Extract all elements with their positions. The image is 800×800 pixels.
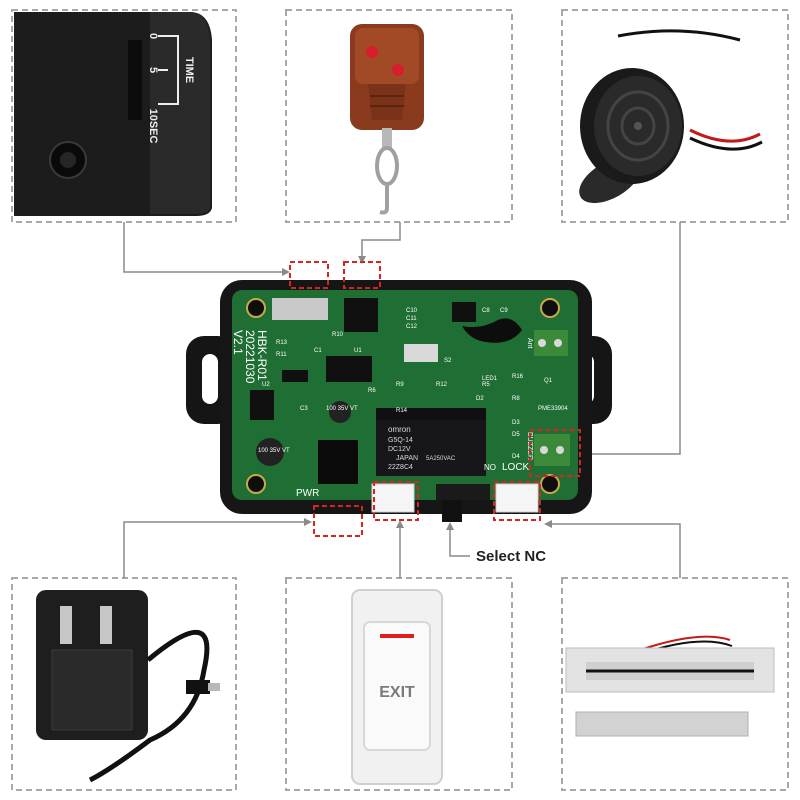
timer-closeup: TIME 0 5 10SEC — [14, 12, 234, 220]
relay-brand: omron — [388, 425, 411, 434]
timer-mark-5: 5 — [147, 67, 159, 73]
pcb — [232, 290, 578, 522]
comp-d3: D3 — [512, 420, 520, 426]
comp-d4: D4 — [512, 454, 520, 460]
relay-country: JAPAN — [396, 455, 418, 462]
comp-r11: R11 — [276, 352, 287, 358]
highlight-buzzer-terminal — [529, 429, 581, 477]
label-no: NO — [484, 463, 496, 472]
comp-r13: R13 — [276, 340, 288, 346]
comp-r6: R6 — [368, 388, 376, 394]
connector-lock — [548, 523, 681, 578]
comp-c11: C11 — [406, 316, 417, 322]
comp-d2: D2 — [476, 396, 484, 402]
comp-c1: C1 — [314, 348, 322, 354]
timer-mark-10sec: 10SEC — [147, 109, 159, 144]
comp-r10: R10 — [332, 332, 344, 338]
buzzer-icon — [579, 29, 763, 204]
arrow-exit — [396, 520, 404, 528]
comp-c9: C9 — [500, 308, 508, 314]
relay-model: G5Q-14 — [388, 437, 413, 444]
highlight-exit-connector — [373, 481, 419, 521]
arrow-remote — [358, 256, 366, 264]
relay-coil: DC12V — [388, 446, 411, 453]
highlight-timer-switch — [289, 261, 329, 289]
label-pwr: PWR — [296, 488, 319, 499]
board-model: HBK-R01 — [255, 330, 269, 381]
connector-select-nc — [449, 530, 470, 557]
comp-r9: R9 — [396, 382, 404, 388]
comp-led1: LED1 — [482, 376, 498, 382]
arrow-lock — [544, 520, 552, 528]
relay-code: 22Z8C4 — [388, 464, 413, 471]
comp-r14: R14 — [396, 408, 408, 414]
panel-remote — [285, 9, 513, 223]
relay-rating: 5A250VAC — [426, 456, 456, 462]
label-lock: LOCK — [502, 462, 530, 473]
comp-u1: U1 — [354, 348, 362, 354]
label-ant: Ant — [526, 338, 533, 349]
highlight-lock-connector — [493, 481, 541, 521]
panel-magnetic-lock — [561, 577, 789, 791]
comp-c3: C3 — [300, 406, 308, 412]
comp-r8: R8 — [512, 396, 520, 402]
comp-r5: R5 — [482, 382, 490, 388]
chip-code: PME33904 — [538, 406, 568, 412]
exit-button-icon: EXIT — [351, 589, 443, 785]
connector-timer — [123, 222, 282, 273]
comp-c12: C12 — [406, 324, 418, 330]
comp-c8: C8 — [482, 308, 490, 314]
comp-u2: U2 — [262, 382, 270, 388]
board-version: V2.1 — [231, 330, 245, 355]
select-nc-label: Select NC — [476, 548, 547, 565]
highlight-boxes — [289, 261, 581, 537]
comp-c10: C10 — [406, 308, 418, 314]
timer-label: TIME — [183, 57, 195, 83]
relay: omron G5Q-14 DC12V JAPAN 22Z8C4 5A250VAC — [388, 425, 456, 471]
comp-s2: S2 — [444, 358, 452, 364]
highlight-remote-receiver — [343, 261, 381, 289]
cap-c3-label: 100 35V VT — [326, 406, 358, 412]
connector-buzzer — [584, 222, 681, 455]
comp-d5: D5 — [512, 432, 520, 438]
connector-power — [123, 521, 306, 578]
board-date: 20221030 — [243, 330, 257, 384]
timer-mark-0: 0 — [147, 33, 159, 39]
comp-r16: R16 — [512, 374, 524, 380]
highlight-power-jack — [313, 505, 363, 537]
cap-c4-label: 100 35V VT — [258, 448, 290, 454]
panel-timer — [11, 9, 237, 223]
connector-remote — [361, 222, 401, 258]
comp-q1: Q1 — [544, 378, 553, 384]
arrow-select-nc — [446, 522, 454, 530]
panel-buzzer — [561, 9, 789, 223]
comp-r12: R12 — [436, 382, 448, 388]
panel-exit-button — [285, 577, 513, 791]
arrow-timer — [282, 268, 290, 276]
remote-control-icon — [350, 24, 424, 215]
arrow-power — [304, 518, 312, 526]
exit-label: EXIT — [379, 684, 415, 701]
power-adapter-icon — [36, 590, 220, 783]
magnetic-lock-icon — [565, 635, 775, 737]
connector-lines — [123, 222, 681, 578]
